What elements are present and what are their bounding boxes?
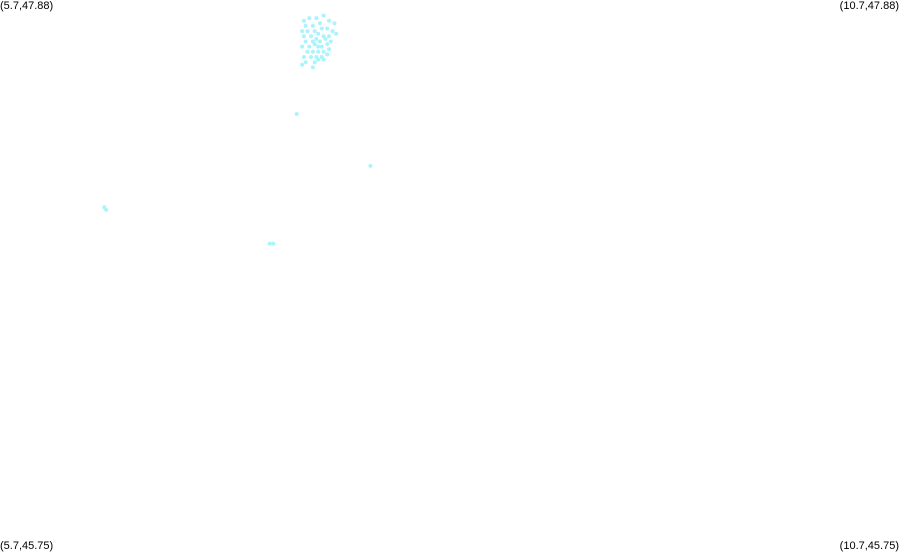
map-point bbox=[300, 44, 305, 49]
map-point bbox=[321, 57, 326, 62]
map-point bbox=[314, 16, 319, 21]
map-point bbox=[307, 44, 312, 49]
map-point bbox=[267, 241, 272, 246]
map-point bbox=[301, 34, 306, 39]
map-point bbox=[305, 49, 310, 54]
map-point bbox=[316, 57, 321, 62]
map-point bbox=[104, 207, 109, 212]
map-point bbox=[312, 29, 317, 34]
map-point bbox=[316, 49, 321, 54]
map-point bbox=[330, 29, 335, 34]
map-point bbox=[325, 26, 330, 31]
map-point bbox=[328, 39, 333, 44]
map-point bbox=[271, 241, 276, 246]
map-point bbox=[319, 44, 324, 49]
map-point bbox=[303, 23, 308, 28]
map-point bbox=[310, 49, 315, 54]
map-point bbox=[303, 60, 308, 65]
map-point bbox=[316, 44, 321, 49]
map-point bbox=[318, 39, 322, 44]
corner-label-bottom-left: (5.7,45.75) bbox=[0, 540, 54, 552]
map-point bbox=[310, 65, 315, 70]
map-point bbox=[300, 29, 305, 34]
map-point bbox=[332, 21, 337, 26]
map-point bbox=[334, 31, 339, 36]
map-point bbox=[312, 42, 317, 47]
map-point bbox=[309, 34, 314, 39]
map-point bbox=[303, 39, 308, 44]
corner-label-top-right: (10.7,47.88) bbox=[839, 0, 899, 12]
map-point bbox=[319, 26, 324, 31]
map-point bbox=[310, 23, 315, 28]
map-point bbox=[301, 55, 306, 59]
map-point bbox=[325, 52, 330, 57]
map-point bbox=[300, 62, 305, 67]
map-point bbox=[318, 21, 322, 26]
corner-label-top-left: (5.7,47.88) bbox=[0, 0, 54, 12]
map-point bbox=[294, 112, 299, 116]
map-point bbox=[307, 16, 312, 21]
map-point bbox=[327, 18, 331, 23]
map-point bbox=[314, 36, 319, 41]
corner-label-bottom-right: (10.7,45.75) bbox=[839, 540, 899, 552]
map-point bbox=[323, 36, 328, 41]
map-point bbox=[309, 55, 314, 59]
map-point bbox=[321, 49, 326, 54]
map-point bbox=[312, 60, 317, 65]
map-point bbox=[301, 18, 306, 23]
map-point bbox=[327, 47, 331, 52]
map-point bbox=[305, 29, 310, 34]
map-point bbox=[316, 31, 321, 36]
map-point bbox=[368, 163, 373, 168]
map-point bbox=[321, 13, 326, 18]
map-point bbox=[327, 34, 331, 39]
map-point bbox=[325, 42, 330, 47]
